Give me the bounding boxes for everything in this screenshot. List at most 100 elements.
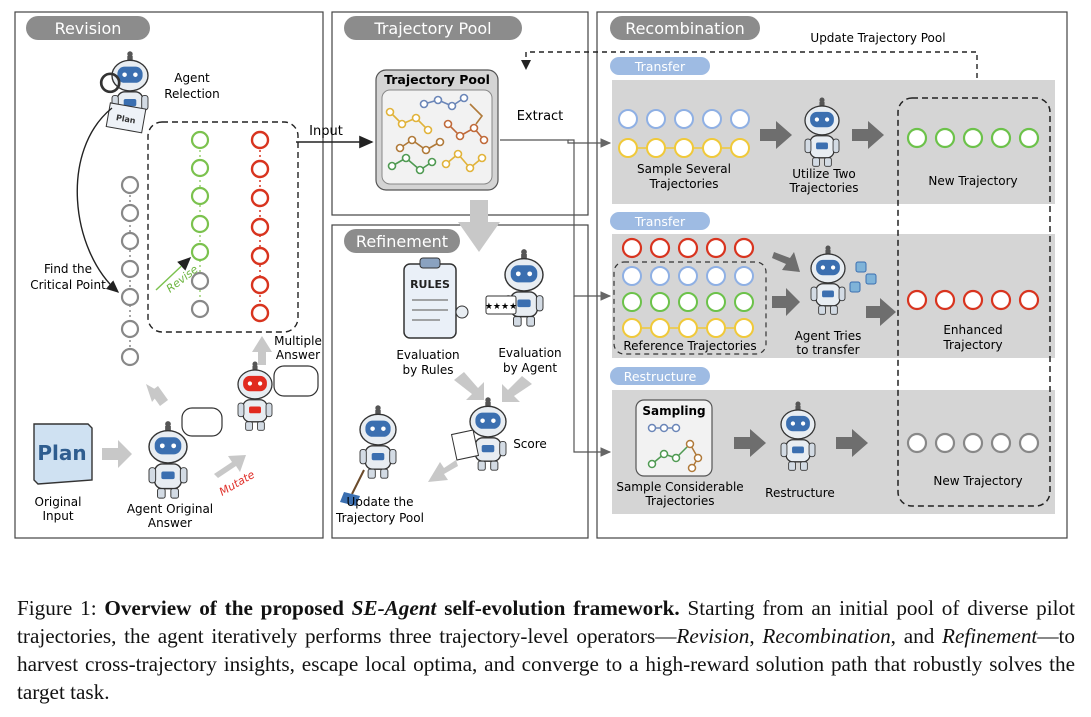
eval-agent-line2: by Agent — [503, 361, 557, 375]
arrow-rules-to-score — [454, 372, 484, 400]
mutate-arrow — [214, 455, 246, 478]
red-source-chain — [621, 237, 755, 259]
agent-relection-line2: Relection — [164, 87, 219, 101]
score-label: Score — [513, 437, 547, 451]
sampling-graph-icon — [647, 423, 703, 473]
update-pool-return-line — [525, 51, 978, 96]
arrow-sample-to-utilize — [760, 121, 792, 149]
pool-box-title: Trajectory Pool — [384, 72, 490, 87]
arrow-reference-to-agent — [772, 288, 800, 316]
find-critical-line1: Find the — [44, 262, 92, 276]
revised-chain — [190, 130, 210, 319]
agent-speech-bubble — [181, 407, 223, 437]
agent-tries-line1: Agent Tries — [795, 329, 862, 343]
score-sheet-icon — [450, 429, 480, 461]
pool-tag: Trajectory Pool — [344, 16, 522, 40]
new-trajectories-column — [897, 97, 1051, 507]
svg-text:Restructure: Restructure — [624, 369, 697, 384]
transfer1-tag: Transfer — [610, 57, 710, 75]
new-trajectory1-label: New Trajectory — [928, 174, 1017, 188]
caption-sep1: , — [749, 624, 763, 648]
restructure-label: Restructure — [765, 486, 835, 500]
revision-tag: Revision — [26, 16, 150, 40]
extract-lines — [500, 138, 612, 457]
svg-text:Transfer: Transfer — [634, 214, 686, 229]
new-trajectory-gray — [906, 432, 1040, 454]
caption-op2: Recombination — [762, 624, 891, 648]
reference-chains — [622, 266, 754, 338]
caption-op1: Revision — [676, 624, 750, 648]
revise-arrow — [155, 256, 192, 291]
broom-handle-icon — [351, 469, 365, 495]
agent-relection-line1: Agent — [174, 71, 210, 85]
update-pool-line1: Update the — [347, 495, 414, 509]
base-trajectory-chain — [120, 175, 140, 367]
puzzle-icon — [849, 261, 877, 293]
broom-head-icon — [340, 492, 360, 506]
caption-bold-italic: SE-Agent — [351, 596, 437, 620]
caption-text-a: Starting from an initial pool of diverse… — [17, 596, 1075, 648]
extract-label: Extract — [517, 109, 564, 124]
sampling-label: Sampling — [642, 404, 705, 418]
rules-clipboard-icon: RULES — [403, 257, 469, 339]
caption-sep2: , and — [890, 624, 943, 648]
star-card-icon — [485, 295, 517, 315]
sample-considerable-line2: Trajectories — [644, 494, 714, 508]
mutated-chain — [250, 130, 270, 323]
original-input-line1: Original — [35, 495, 82, 509]
agent-original-line1: Agent Original — [127, 502, 213, 516]
arrow-plan-to-agent — [102, 440, 132, 468]
eval-agent-line1: Evaluation — [498, 346, 561, 360]
agent-original-line2: Answer — [148, 516, 192, 530]
svg-text:Recombination: Recombination — [625, 19, 745, 38]
framework-diagram: Revision Trajectory Pool Refinement Reco… — [14, 11, 1068, 539]
arrow-red-to-agent — [772, 252, 800, 272]
sample-considerable-line1: Sample Considerable — [616, 480, 743, 494]
diagram-svg: Revision Trajectory Pool Refinement Reco… — [14, 11, 1068, 539]
agent-tries-line2: to transfer — [796, 343, 859, 357]
plan-card-icon: Plan — [33, 423, 93, 485]
enhanced-line2: Trajectory — [942, 338, 1002, 352]
caption-text-b: —to harvest cross-trajectory insights, e… — [17, 624, 1075, 704]
eval-rules-line2: by Rules — [403, 363, 454, 377]
arrow-agent-to-enhanced — [866, 298, 896, 326]
update-pool-label: Update Trajectory Pool — [810, 31, 945, 45]
caption-bold-a: Overview of the proposed — [104, 596, 352, 620]
arrow-sampling-to-restructure — [734, 429, 766, 457]
refinement-tag: Refinement — [344, 229, 460, 253]
sampling-box — [635, 399, 713, 477]
enhanced-trajectory-red — [906, 289, 1040, 311]
star-rating-icon: ★★★★ — [485, 302, 517, 312]
svg-text:Revision: Revision — [55, 19, 122, 38]
revision-region — [147, 121, 299, 333]
svg-text:Plan: Plan — [37, 441, 86, 465]
arrow-score-to-update — [428, 460, 458, 482]
pool-trajectories-icon — [385, 93, 489, 175]
pool-to-refinement-arrow — [458, 200, 500, 252]
new-trajectory-green — [906, 127, 1040, 149]
new-trajectory2-label: New Trajectory — [933, 474, 1022, 488]
utilize-line2: Trajectories — [788, 181, 858, 195]
svg-text:Refinement: Refinement — [356, 232, 448, 251]
restructure-tag: Restructure — [610, 367, 710, 385]
caption-label: Figure 1: — [17, 596, 105, 620]
svg-text:Trajectory Pool: Trajectory Pool — [373, 19, 491, 38]
caption-op3: Refinement — [942, 624, 1038, 648]
update-pool-return-arrowhead — [521, 60, 531, 70]
original-input-line2: Input — [42, 509, 73, 523]
sample-several-chains — [618, 109, 750, 158]
agent-relection-label: Agent — [174, 71, 210, 85]
arrow-restructure-to-new — [836, 429, 868, 457]
transfer2-tag: Transfer — [610, 212, 710, 230]
caption-bold-b: self-evolution framework. — [436, 596, 680, 620]
svg-text:Transfer: Transfer — [634, 59, 686, 74]
input-label: Input — [309, 124, 343, 139]
figure-caption: Figure 1: Overview of the proposed SE-Ag… — [17, 594, 1075, 706]
arrow-utilize-to-new — [852, 121, 884, 149]
arrow-agent-to-score — [502, 376, 532, 402]
utilize-line1: Utilize Two — [792, 167, 856, 181]
up-arrow-agent-stem — [150, 386, 168, 406]
reference-box — [613, 261, 767, 355]
multiple-answer-line1: Multiple — [274, 334, 322, 348]
relection-arrow — [76, 107, 120, 293]
